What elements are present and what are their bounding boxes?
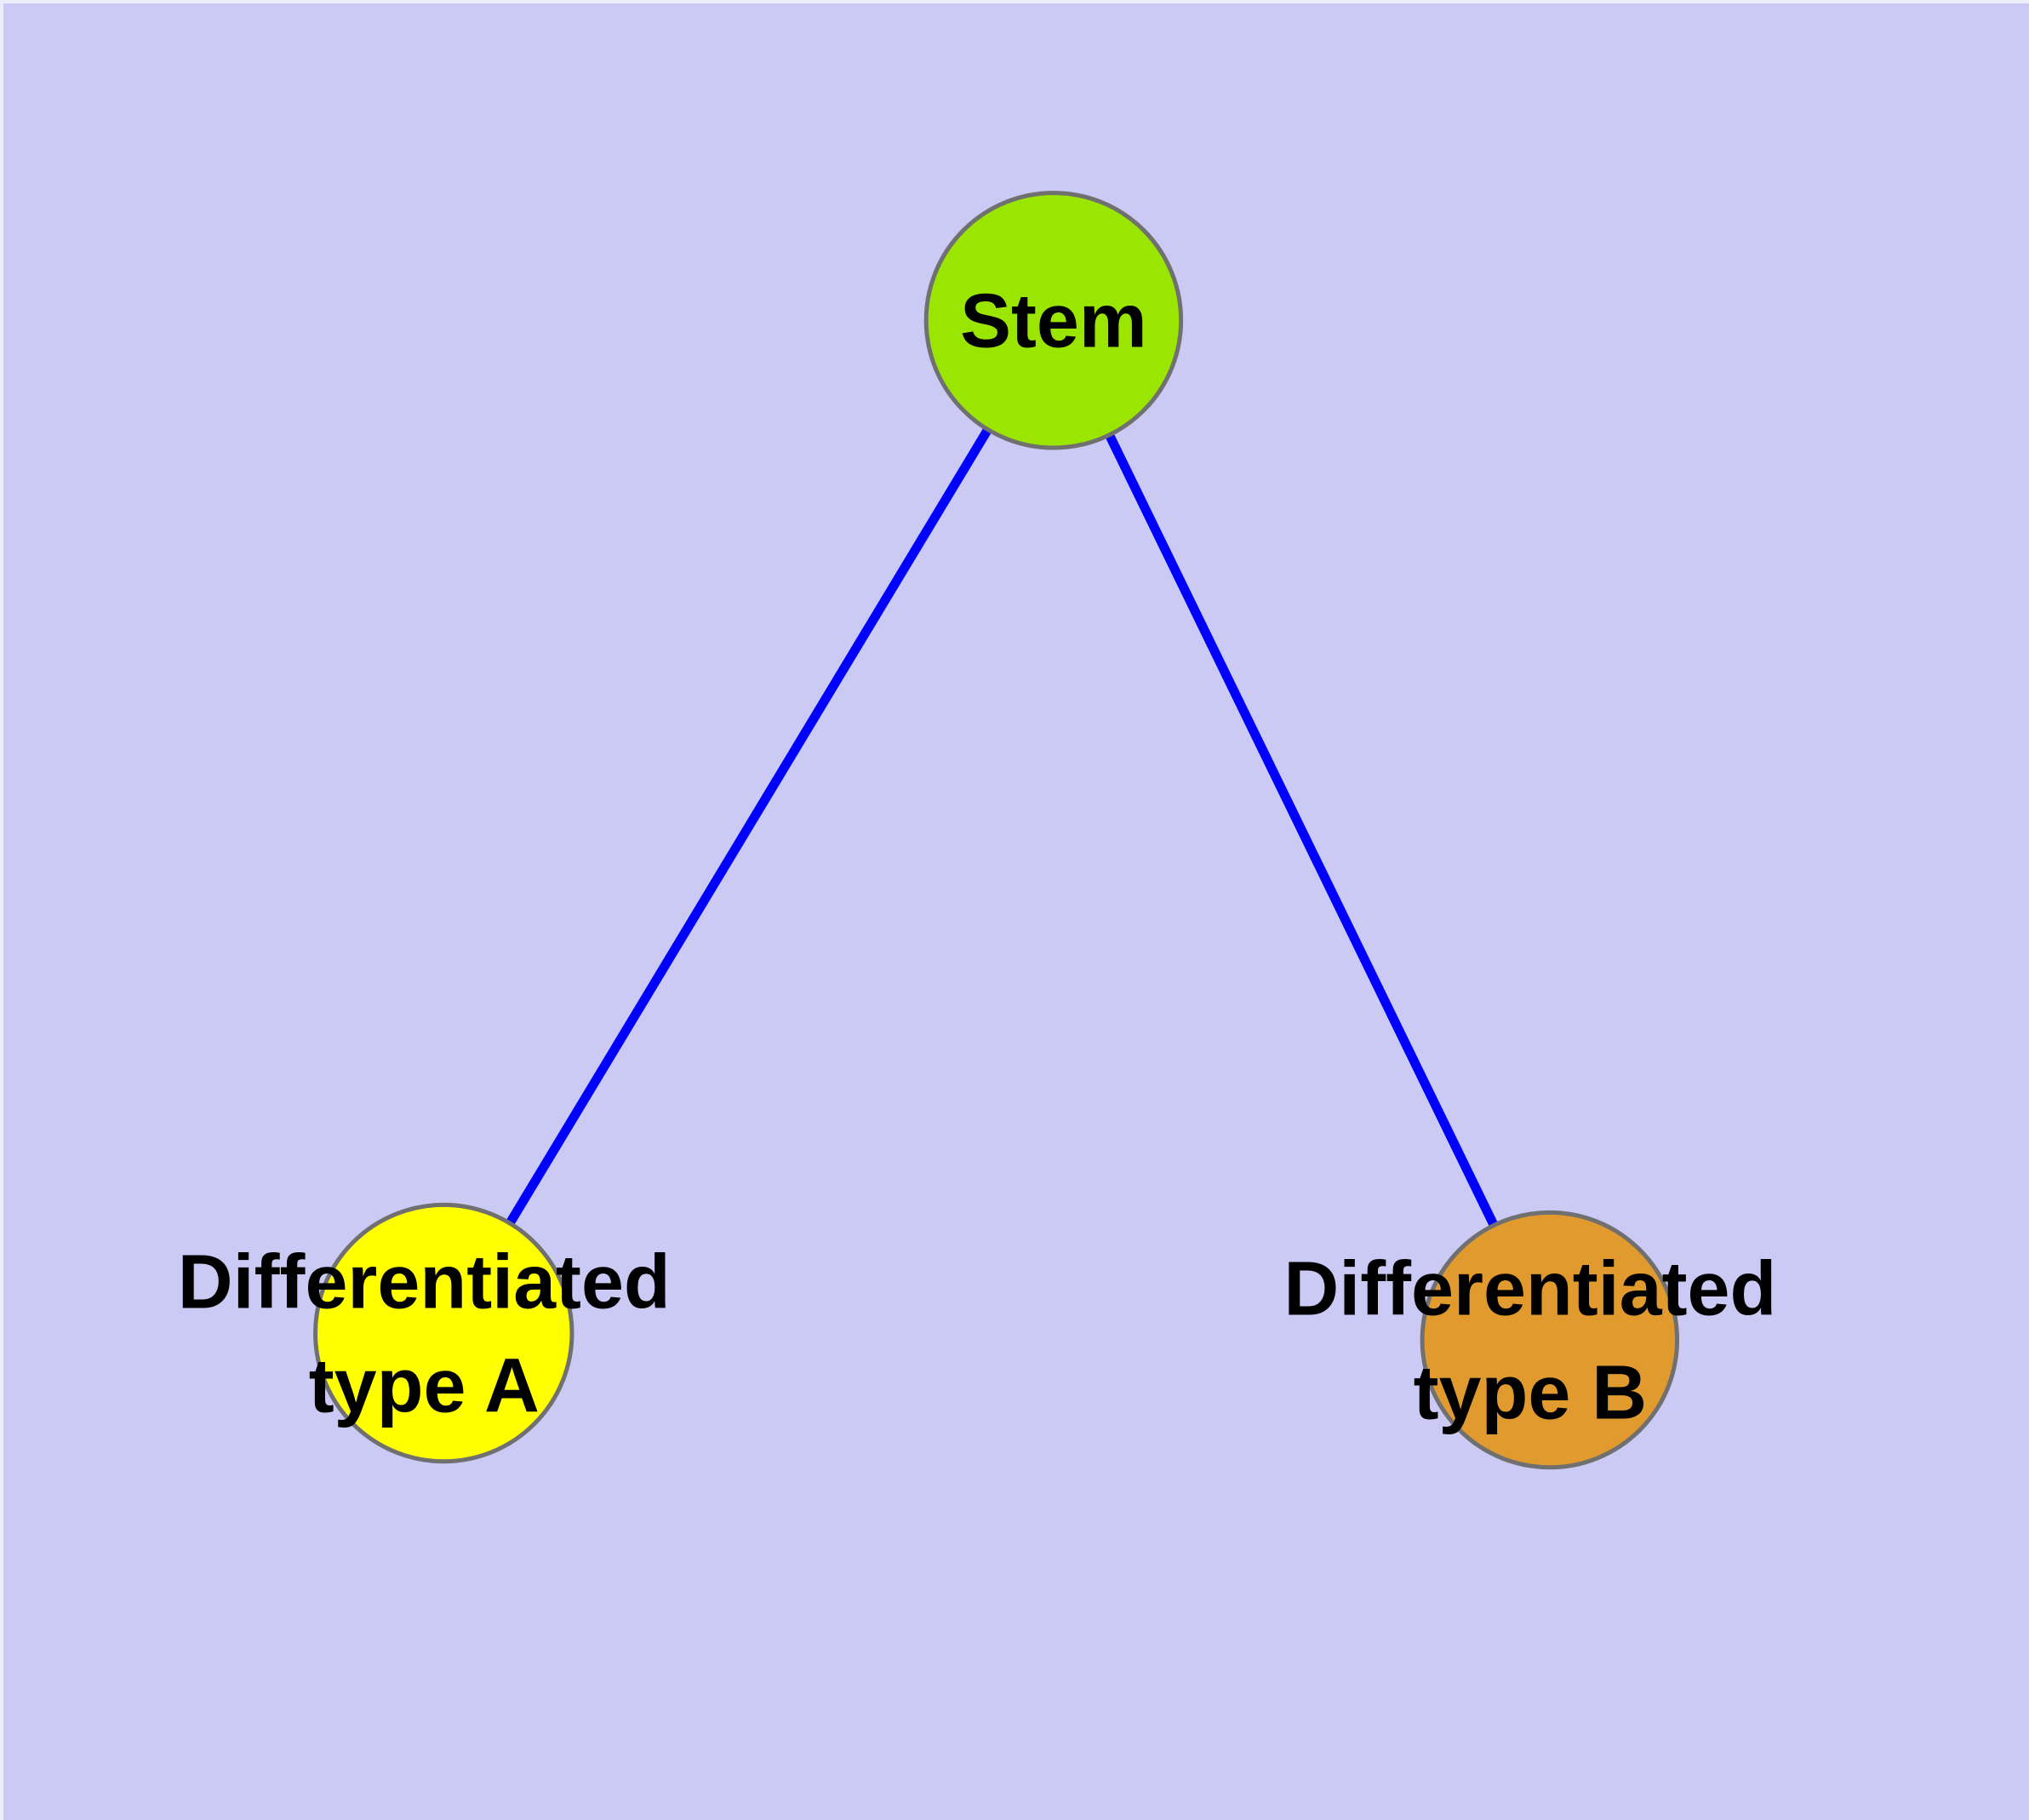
node-label-differentiated-type-a-line-2: type A	[309, 1343, 540, 1428]
node-differentiated-type-b	[1420, 1210, 1680, 1470]
node-differentiated-type-a	[313, 1202, 574, 1464]
node-label-differentiated-type-a-line-1: Differentiated	[178, 1240, 671, 1325]
node-label-differentiated-type-b-line-1: Differentiated	[1283, 1247, 1776, 1332]
node-label-stem-line-1: Stem	[960, 279, 1147, 364]
edge-stem-to-differentiated-type-a	[439, 318, 1058, 1336]
edge-stem-to-differentiated-type-b	[1049, 318, 1554, 1342]
node-stem	[923, 191, 1184, 450]
node-label-differentiated-type-b-line-2: type B	[1414, 1350, 1648, 1435]
